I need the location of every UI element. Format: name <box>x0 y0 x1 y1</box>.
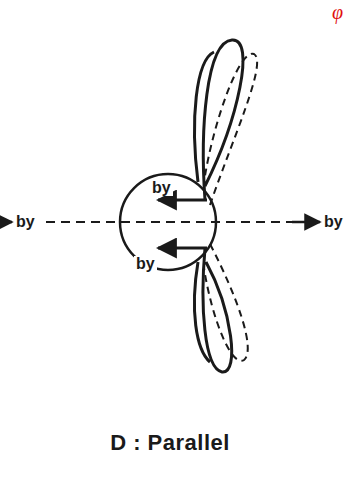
force-arrow <box>158 247 207 250</box>
solid-loop <box>203 248 232 372</box>
field-arrow <box>292 221 320 224</box>
dashed-loop <box>205 54 257 205</box>
dashed-axis <box>46 221 296 223</box>
force-arrow <box>158 199 207 202</box>
dashed-loop <box>204 244 248 361</box>
field-label: by <box>322 214 345 230</box>
field-label: by <box>150 180 173 196</box>
field-label: by <box>14 214 37 230</box>
solid-loop <box>194 262 210 362</box>
solid-loop <box>195 52 214 182</box>
solid-loop <box>203 40 243 200</box>
figure-caption: D : Parallel <box>110 432 230 454</box>
angle-symbol: φ <box>332 2 343 22</box>
field-arrow <box>0 221 12 224</box>
field-label: by <box>134 256 157 272</box>
